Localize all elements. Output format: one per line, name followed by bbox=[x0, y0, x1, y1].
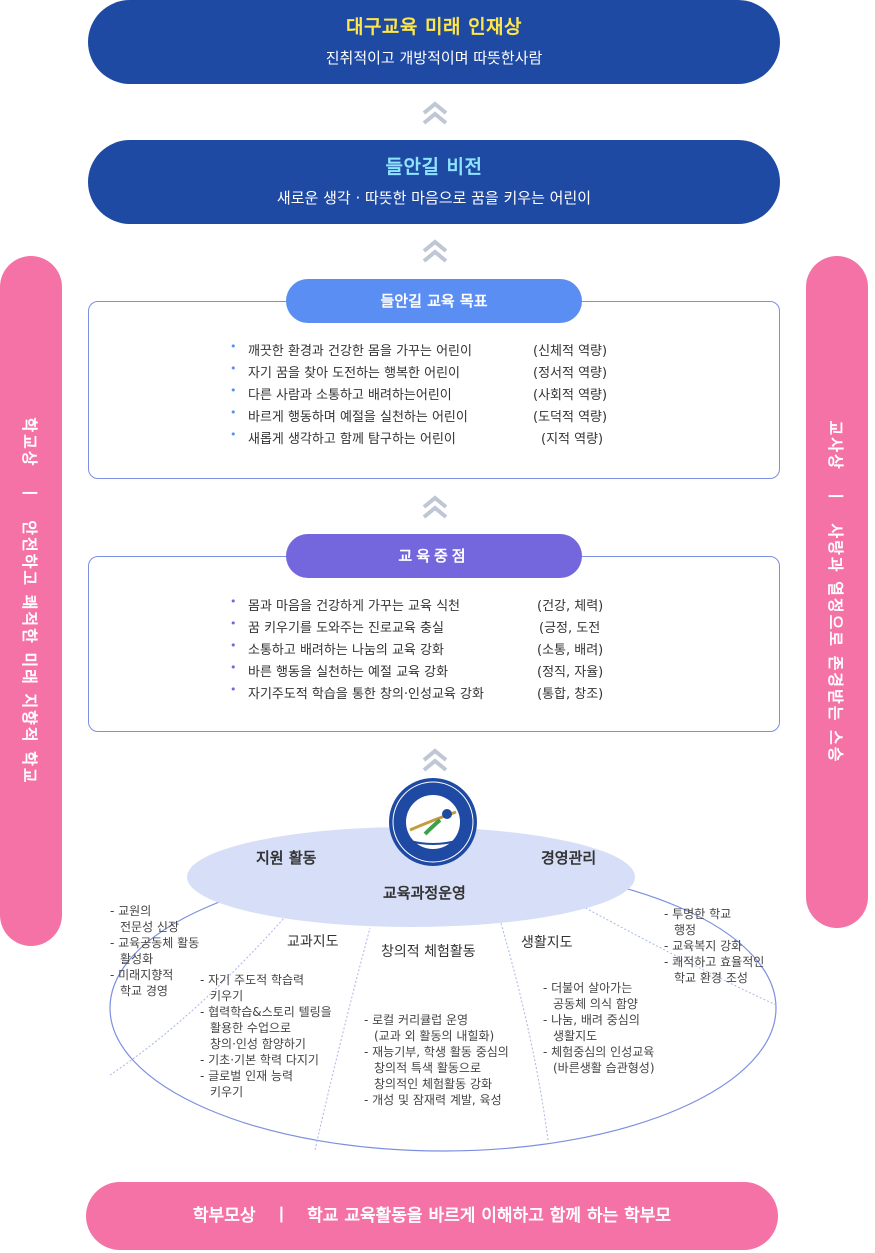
separator: ㅣ bbox=[826, 488, 845, 506]
list-item: •자기 꿈을 찾아 도전하는 행복한 어린이(정서적 역량) bbox=[230, 362, 608, 381]
list-item: •자기주도적 학습을 통한 창의·인성교육 강화(통합, 창조) bbox=[230, 683, 604, 702]
teacher-ideal-label: 교사상 bbox=[826, 420, 845, 471]
school-vision-title: 들안길 비전 bbox=[385, 156, 483, 178]
school-ideal-pillar: 학교상ㅣ안전하고 쾌적한 미래 지향적 학교 bbox=[0, 256, 62, 946]
education-goals-heading: 들안길 교육 목표 bbox=[286, 279, 582, 323]
creative-activity-label: 창의적 체험활동 bbox=[381, 944, 476, 960]
divider-line bbox=[314, 927, 371, 1151]
divider-line bbox=[109, 899, 301, 1076]
divider-line bbox=[499, 919, 549, 1141]
inner-ellipse bbox=[187, 827, 635, 927]
bullet-icon: • bbox=[230, 617, 237, 630]
list-item: •바르게 행동하며 예절을 실천하는 어린이(도덕적 역량) bbox=[230, 406, 608, 425]
bullet-icon: • bbox=[230, 340, 237, 353]
education-goals-box bbox=[88, 301, 780, 479]
list-item: •꿈 키우기를 도와주는 진로교육 충실(긍정, 도전 bbox=[230, 617, 601, 636]
subject-guidance-label: 교과지도 bbox=[287, 934, 339, 950]
school-vision-subtitle: 새로운 생각 · 따뜻한 마음으로 꿈을 키우는 어린이 bbox=[276, 189, 592, 207]
chevron-up-icon bbox=[422, 748, 448, 772]
management-label: 경영관리 bbox=[541, 849, 597, 867]
list-item: •다른 사람과 소통하고 배려하는어린이(사회적 역량) bbox=[230, 384, 608, 403]
chevron-up-icon bbox=[422, 239, 448, 263]
bullet-icon: • bbox=[230, 639, 237, 652]
bullet-icon: • bbox=[230, 595, 237, 608]
support-activity-label: 지원 활동 bbox=[256, 849, 317, 867]
teacher-ideal-text: 사랑과 열정으로 존경받는 스승 bbox=[826, 523, 845, 764]
parent-ideal-text: 학교 교육활동을 바르게 이해하고 함께 하는 학부모 bbox=[307, 1206, 672, 1226]
chevron-up-icon bbox=[422, 101, 448, 125]
bullet-icon: • bbox=[230, 683, 237, 696]
subject-notes: - 자기 주도적 학습력 키우기 - 협력학습&스토리 텔링을 활용한 수업으로… bbox=[200, 973, 332, 1099]
bullet-icon: • bbox=[230, 406, 237, 419]
school-vision-banner: 들안길 비전 새로운 생각 · 따뜻한 마음으로 꿈을 키우는 어린이 bbox=[88, 140, 780, 224]
education-goals-list: •깨끗한 환경과 건강한 몸을 가꾸는 어린이(신체적 역량) •자기 꿈을 찾… bbox=[230, 340, 630, 450]
separator: ㅣ bbox=[20, 485, 39, 503]
support-notes: - 교원의 전문성 신장 - 교육공동체 활동 활성화 - 미래지향적 학교 경… bbox=[110, 904, 200, 998]
education-focus-list: •몸과 마음을 건강하게 가꾸는 교육 식천(건강, 체력) •꿈 키우기를 도… bbox=[230, 595, 630, 705]
school-emblem-icon bbox=[389, 778, 477, 866]
future-talent-banner: 대구교육 미래 인재상 진취적이고 개방적이며 따뜻한사람 bbox=[88, 0, 780, 84]
separator: ㅣ bbox=[273, 1206, 290, 1226]
list-item: •소통하고 배려하는 나눔의 교육 강화(소통, 배려) bbox=[230, 639, 604, 658]
education-focus-heading: 교육중점 bbox=[286, 534, 582, 578]
life-notes: - 더불어 살아가는 공동체 의식 함양 - 나눔, 배려 중심의 생활지도 -… bbox=[543, 981, 655, 1075]
curriculum-operation-label: 교육과정운영 bbox=[383, 884, 466, 902]
future-talent-subtitle: 진취적이고 개방적이며 따뜻한사람 bbox=[325, 49, 543, 67]
creative-notes: - 로컬 커리큘럽 운영 (교과 외 활동의 내힐화) - 재능기부, 학생 활… bbox=[364, 1013, 509, 1107]
chevron-up-icon bbox=[422, 495, 448, 519]
bullet-icon: • bbox=[230, 384, 237, 397]
management-notes: - 투명한 학교 행정 - 교육복지 강화 - 쾌적하고 효율적인 학교 환경 … bbox=[664, 907, 765, 985]
future-talent-title: 대구교육 미래 인재상 bbox=[345, 16, 523, 38]
list-item: •깨끗한 환경과 건강한 몸을 가꾸는 어린이(신체적 역량) bbox=[230, 340, 608, 359]
bullet-icon: • bbox=[230, 661, 237, 674]
bullet-icon: • bbox=[230, 362, 237, 375]
parent-ideal-label: 학부모상 bbox=[192, 1206, 256, 1226]
parent-ideal-banner: 학부모상 ㅣ 학교 교육활동을 바르게 이해하고 함께 하는 학부모 bbox=[86, 1182, 778, 1250]
list-item: •새롭게 생각하고 함께 탐구하는 어린이(지적 역량) bbox=[230, 428, 604, 447]
curriculum-diagram bbox=[109, 778, 777, 1152]
list-item: •몸과 마음을 건강하게 가꾸는 교육 식천(건강, 체력) bbox=[230, 595, 604, 614]
list-item: •바른 행동을 실천하는 예절 교육 강화(정직, 자율) bbox=[230, 661, 604, 680]
school-ideal-label: 학교상 bbox=[20, 417, 39, 468]
teacher-ideal-pillar: 교사상 ㅣ 사랑과 열정으로 존경받는 스승 bbox=[806, 256, 868, 928]
bullet-icon: • bbox=[230, 428, 237, 441]
life-guidance-label: 생활지도 bbox=[521, 935, 573, 951]
divider-line bbox=[579, 904, 777, 1006]
